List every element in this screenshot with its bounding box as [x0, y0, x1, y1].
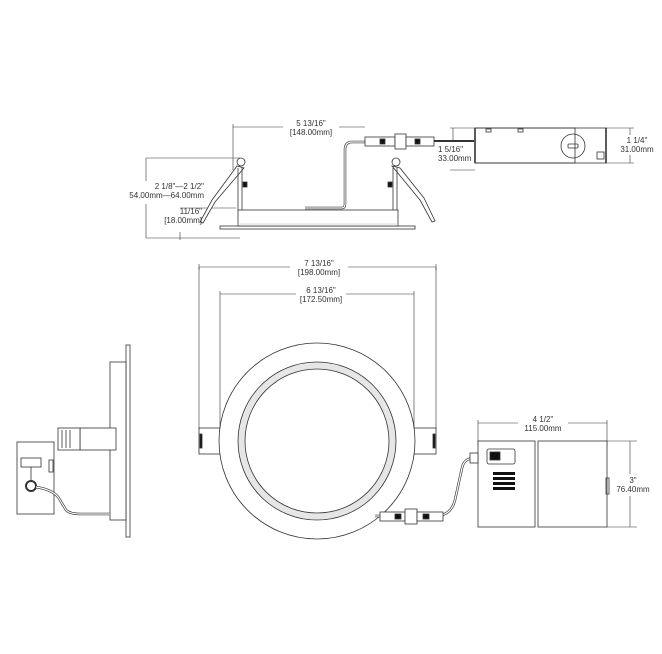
cutout-diameter-metric: [172.50mm] — [299, 295, 343, 304]
side-span-metric: [148.00mm] — [289, 128, 333, 137]
front-view — [198, 264, 437, 540]
side-span-label: 5 13/16" [148.00mm] — [283, 119, 339, 137]
driver-box-top-view — [375, 420, 637, 528]
clip-height-metric: 54.00mm—64.00mm — [129, 191, 204, 200]
cutout-diameter-imperial: 6 13/16" — [306, 286, 336, 295]
driver-box-side-view — [450, 127, 634, 171]
driver-length-label: 4 1/2" 115.00mm — [518, 415, 568, 433]
trim-depth-metric: [18.00mm] — [164, 216, 202, 225]
outer-diameter-label: 7 13/16" [198.00mm] — [290, 259, 348, 277]
driver-height-imperial: 1 1/4" — [626, 136, 648, 145]
driver-length-metric: 115.00mm — [524, 424, 562, 433]
profile-view — [16, 344, 131, 538]
side-span-imperial: 5 13/16" — [296, 119, 326, 128]
driver-length-imperial: 4 1/2" — [532, 415, 554, 424]
driver-connector-height-metric: 33.00mm — [438, 154, 472, 163]
outer-diameter-metric: [198.00mm] — [297, 268, 341, 277]
driver-width-label: 3" 76.40mm — [613, 476, 653, 494]
outer-diameter-imperial: 7 13/16" — [304, 259, 334, 268]
driver-connector-height-label: 1 5/16" 33.00mm — [438, 145, 478, 163]
driver-width-metric: 76.40mm — [616, 485, 650, 494]
clip-height-label: 2 1/8"—2 1/2" 54.00mm—64.00mm — [112, 182, 204, 200]
cutout-diameter-label: 6 13/16" [172.50mm] — [296, 286, 346, 304]
driver-height-metric: 31.00mm — [620, 145, 654, 154]
driver-width-imperial: 3" — [629, 476, 637, 485]
driver-height-label: 1 1/4" 31.00mm — [612, 136, 662, 154]
clip-height-imperial: 2 1/8"—2 1/2" — [154, 182, 204, 191]
trim-depth-imperial: 11/16" — [179, 207, 202, 216]
trim-depth-label: 11/16" [18.00mm] — [150, 207, 202, 225]
side-view — [145, 124, 474, 240]
driver-connector-height-imperial: 1 5/16" — [438, 145, 464, 154]
